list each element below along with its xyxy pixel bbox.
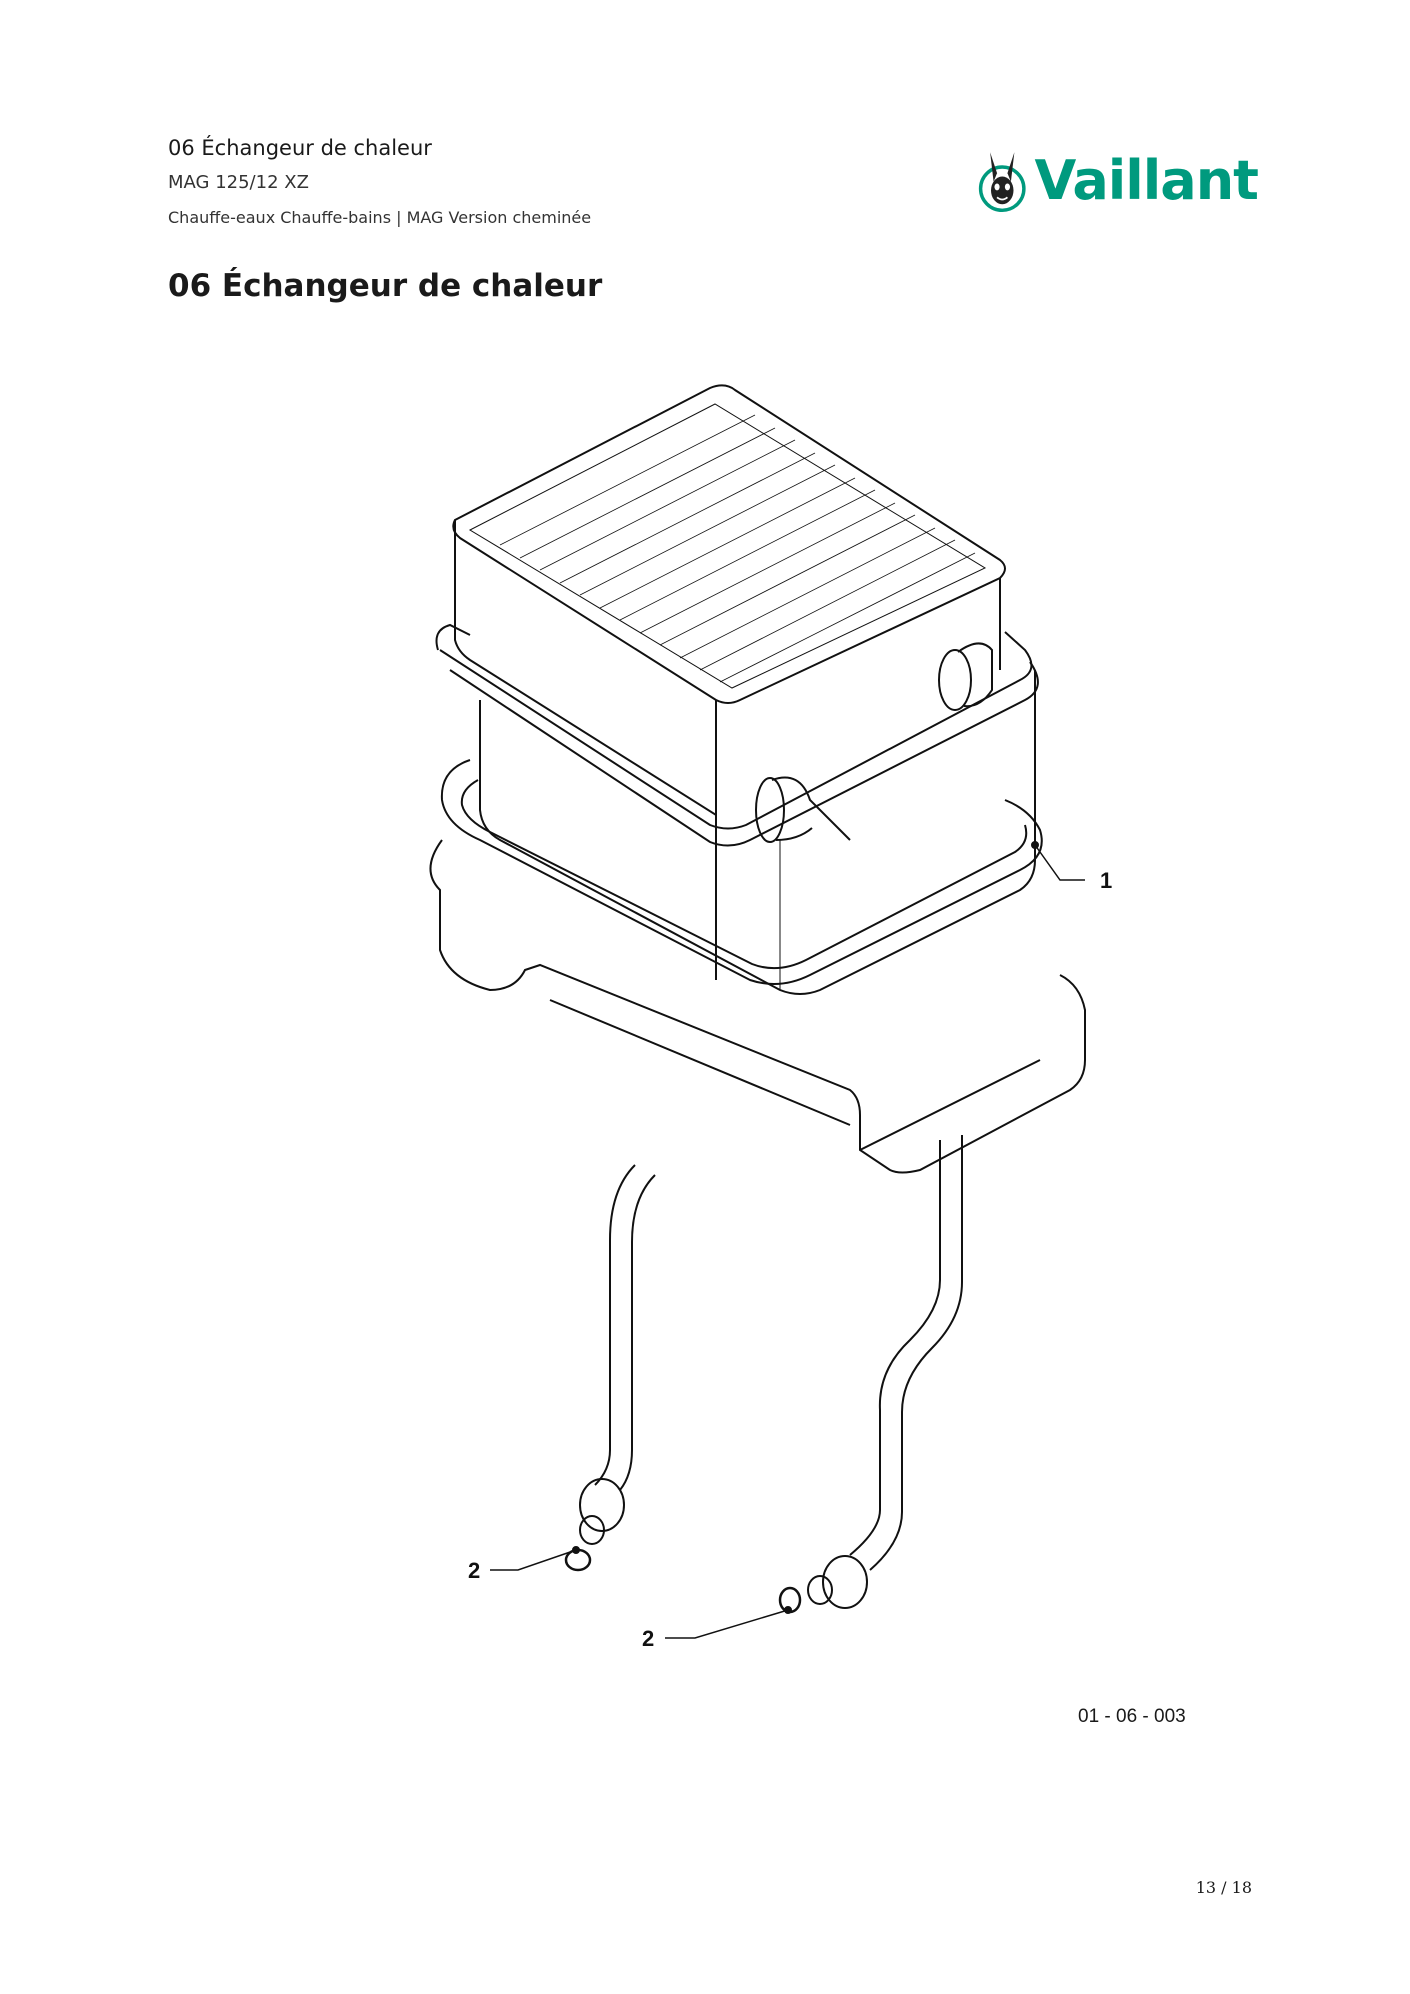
header-model: MAG 125/12 XZ [168,172,309,193]
callout-2b: 2 [642,1626,654,1651]
fin-lines [499,414,976,683]
heat-exchanger-drawing: 1 2 2 [429,384,1112,1651]
hare-icon [978,152,1026,213]
header-section: 06 Échangeur de chaleur [168,136,432,160]
drawing-code: 01 - 06 - 003 [1078,1706,1186,1727]
fin-block [452,384,1006,817]
lower-pipe-right [778,1135,963,1614]
callout-2a: 2 [468,1558,480,1583]
lower-pipe-left [564,1164,656,1572]
logo-text: Vaillant [1034,148,1259,212]
callout-leaders [490,844,1085,1639]
page-number: 13 / 18 [1195,1878,1252,1897]
vaillant-logo: Vaillant [978,140,1259,220]
upper-loop [435,623,1039,847]
combustion-chamber [479,670,1036,995]
callout-1: 1 [1100,868,1112,893]
base-tray [429,839,1086,1174]
header-category: Chauffe-eaux Chauffe-bains | MAG Version… [168,208,592,227]
page-title: 06 Échangeur de chaleur [168,268,603,304]
pipe-connections-top [755,642,993,843]
middle-loop [440,759,1043,985]
